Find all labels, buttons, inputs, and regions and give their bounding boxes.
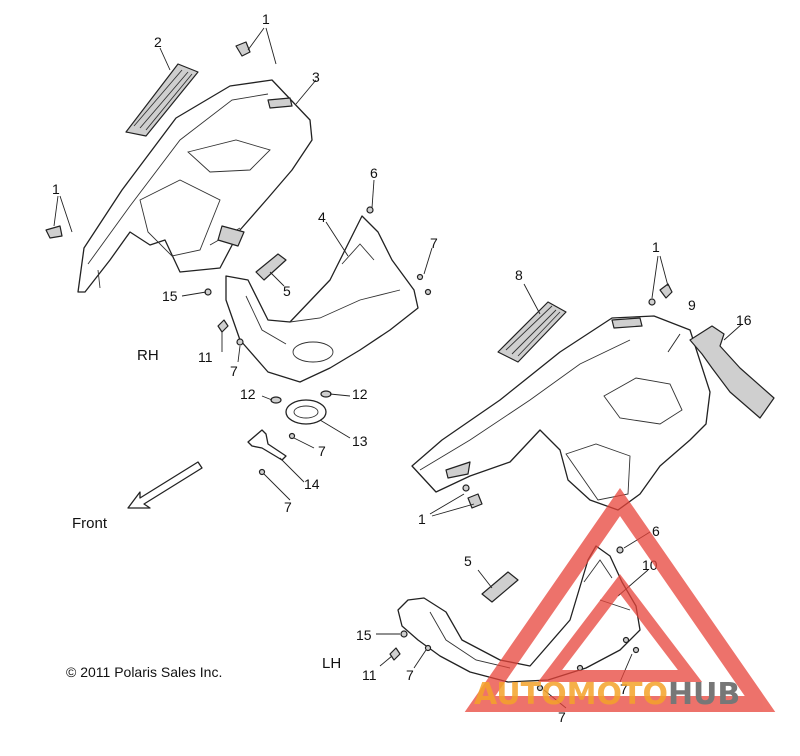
watermark-triangle-icon [464, 487, 776, 712]
watermark-text-secondary: HUB [668, 677, 740, 712]
callout-9: 9 [688, 297, 696, 313]
svg-text:AUTOMOTOHUB: AUTOMOTOHUB [474, 677, 740, 712]
copyright-text: © 2011 Polaris Sales Inc. [66, 664, 222, 680]
callout-5: 5 [464, 553, 472, 569]
callout-2: 2 [154, 34, 162, 50]
part-5-rh-footrest [255, 253, 287, 281]
lh-fasteners [389, 283, 673, 692]
front-label: Front [72, 515, 108, 532]
rh-label: RH [137, 347, 159, 364]
callout-15: 15 [162, 288, 178, 304]
callout-7: 7 [620, 681, 628, 697]
front-arrow-icon [127, 461, 203, 509]
rh-fasteners [45, 41, 432, 476]
part-8-vent-grille [497, 301, 567, 363]
callout-7: 7 [430, 235, 438, 251]
callout-1: 1 [262, 11, 270, 27]
callout-11: 11 [198, 349, 213, 365]
part-14-bracket [247, 429, 287, 461]
callout-7: 7 [558, 709, 566, 725]
callout-7: 7 [318, 443, 326, 459]
part-2-vent-grille [125, 63, 199, 137]
callout-1: 1 [418, 511, 426, 527]
lh-label: LH [322, 655, 341, 672]
callout-8: 8 [515, 267, 523, 283]
callout-13: 13 [352, 433, 368, 449]
part-16-side-bracket [689, 325, 775, 419]
callout-15: 15 [356, 627, 372, 643]
callout-14: 14 [304, 476, 320, 492]
callout-4: 4 [318, 209, 326, 225]
part-9-lh-side-panel [411, 315, 711, 511]
callout-7: 7 [230, 363, 238, 379]
callout-1: 1 [652, 239, 660, 255]
callout-7: 7 [284, 499, 292, 515]
part-13-ring [285, 399, 327, 425]
callout-numbers: 1 2 3 1 6 4 7 15 5 11 7 12 12 13 7 14 7 … [52, 11, 752, 725]
watermark-text-primary: AUTOMOTO [474, 677, 668, 712]
callout-6: 6 [652, 523, 660, 539]
part-5-lh-footrest [481, 571, 519, 603]
callout-12: 12 [352, 386, 368, 402]
callout-5: 5 [283, 283, 291, 299]
callout-12: 12 [240, 386, 256, 402]
callout-6: 6 [370, 165, 378, 181]
callout-3: 3 [312, 69, 320, 85]
part-4-rh-lower-panel [225, 215, 419, 383]
callout-1: 1 [52, 181, 60, 197]
callout-11: 11 [362, 667, 377, 683]
callout-16: 16 [736, 312, 752, 328]
callout-7: 7 [406, 667, 414, 683]
watermark-logo: AUTOMOTOHUB [464, 487, 776, 712]
part-3-rh-side-panel [77, 79, 313, 293]
